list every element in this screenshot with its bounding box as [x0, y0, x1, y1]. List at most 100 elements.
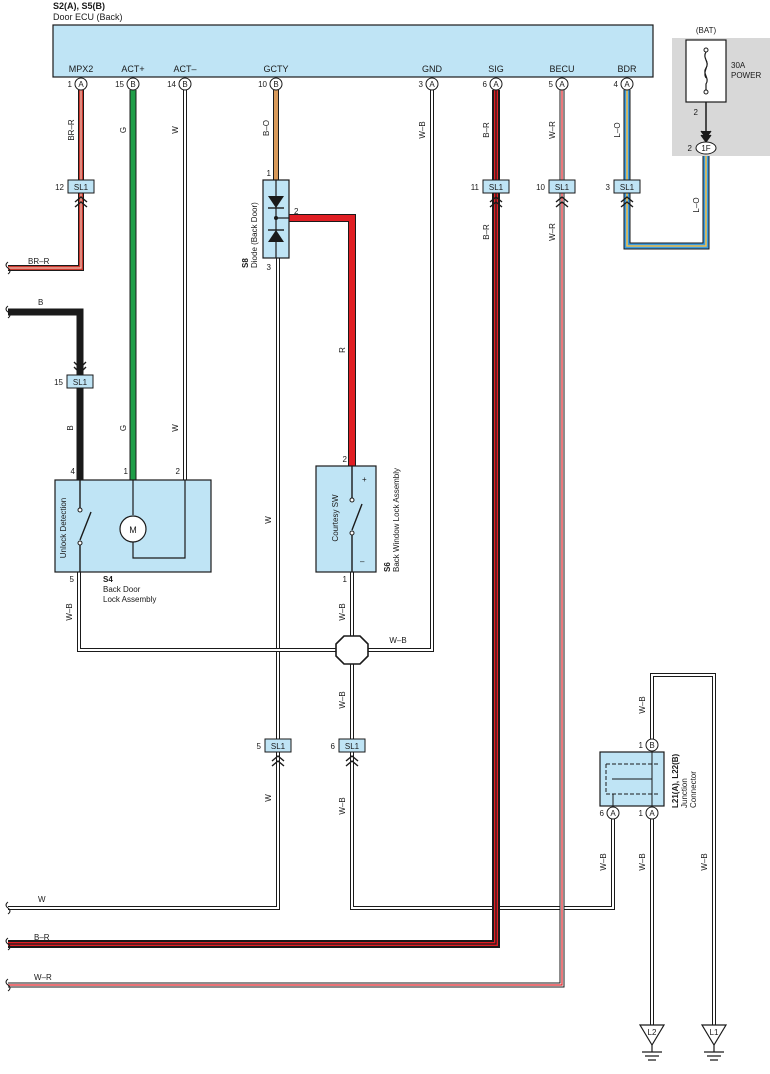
svg-text:SL1: SL1 [73, 378, 88, 387]
pin-num-bdr: 4 [614, 80, 619, 89]
junction-name-1: Junction [680, 778, 689, 808]
sl1-6-wire: W–B [338, 797, 347, 814]
lock-name-2: Lock Assembly [103, 595, 156, 604]
wire-label-becu: W–R [548, 121, 557, 139]
ecu-name: Door ECU (Back) [53, 12, 123, 22]
junction-pin-b-num: 1 [639, 741, 644, 750]
junction-conn-b: B [649, 741, 654, 750]
wire-diode-r [289, 214, 356, 466]
power-source: (BAT) [696, 26, 717, 35]
window-wire-w-b: W–B [338, 603, 347, 620]
fuse-power: POWER [731, 71, 761, 80]
junction-pin-a6 [606, 806, 620, 820]
wire-label-act-minus: W [171, 126, 180, 134]
svg-text:SL1: SL1 [489, 183, 504, 192]
unlock-detection-label: Unlock Detection [59, 498, 68, 558]
junction-pin-a1 [645, 806, 659, 820]
unlock-switch-icon [77, 480, 92, 572]
left-wire-w: W [38, 895, 46, 904]
sl1-pin-3: 3 [606, 183, 611, 192]
sl1-pin-6: 6 [331, 742, 336, 751]
pin-num-act-plus: 15 [115, 80, 124, 89]
courtesy-switch-icon [349, 466, 363, 572]
pin-conn-gnd: A [429, 80, 435, 89]
diode-pin-1: 1 [267, 169, 272, 178]
svg-text:SL1: SL1 [620, 183, 635, 192]
wire-becu-w-r [8, 90, 565, 988]
junction-name-2: Connector [689, 771, 698, 808]
svg-text:SL1: SL1 [555, 183, 570, 192]
diode-pin-2: 2 [294, 207, 299, 216]
wire-label-g-lower: G [119, 425, 128, 431]
sl1-5-wire: W [264, 794, 273, 802]
wire-b-black [8, 308, 84, 480]
terminal-label-gcty: GCTY [263, 64, 288, 74]
wire-label-mpx2: BR–R [67, 119, 76, 141]
wire-label-becu-lower: W–R [548, 223, 557, 241]
lock-pin-4: 4 [71, 467, 76, 476]
wire-label-w-lower: W [171, 424, 180, 432]
ground-l1-icon [700, 1024, 728, 1061]
motor-icon [119, 480, 186, 559]
wire-label-act-plus: G [119, 127, 128, 133]
terminal-label-sig: SIG [488, 64, 504, 74]
lock-wire-w-b: W–B [65, 603, 74, 620]
svg-text:SL1: SL1 [271, 742, 286, 751]
wire-bdr-l-o [623, 90, 710, 250]
wire-label-b-lower: B [66, 425, 75, 430]
sl1-connector-6: SL1 [338, 738, 366, 767]
junction-pin-a1-num: 1 [639, 809, 644, 818]
splice-wire-label: W–B [389, 636, 406, 645]
wire-break-marks [5, 261, 11, 992]
junction-wire-top: W–B [638, 696, 647, 713]
wire-diode-w [8, 258, 280, 910]
wire-label-bdr: L–O [613, 122, 622, 137]
terminal-label-becu: BECU [549, 64, 574, 74]
window-name: Back Window Lock Assembly [392, 468, 401, 572]
window-pin-1: 1 [343, 575, 348, 584]
junction-conn-a6: A [610, 809, 616, 818]
svg-text:SL1: SL1 [345, 742, 360, 751]
wire-label-bdr-lower: L–O [692, 197, 701, 212]
ground-l2-icon [638, 1024, 666, 1061]
pin-num-mpx2: 1 [68, 80, 73, 89]
wire-label-gnd: W–B [418, 121, 427, 138]
pin-conn-gcty: B [273, 80, 278, 89]
window-plus: + [362, 475, 367, 484]
sl1-pin-15: 15 [54, 378, 63, 387]
terminal-label-gnd: GND [422, 64, 443, 74]
pin-conn-becu: A [559, 80, 565, 89]
pin-num-becu: 5 [549, 80, 554, 89]
ecu-pins [74, 77, 634, 91]
terminal-label-act-plus: ACT+ [121, 64, 144, 74]
terminal-label-act-minus: ACT– [173, 64, 196, 74]
junction-code: L21(A), L22(B) [671, 753, 680, 808]
junction-wire-1: W–B [638, 853, 647, 870]
splice-point [335, 635, 369, 665]
wire-lock-w-b [77, 572, 340, 652]
pin-conn-act-minus: B [182, 80, 187, 89]
pin-num-act-minus: 14 [167, 80, 176, 89]
ground-l2-label: L2 [648, 1028, 657, 1037]
wire-mpx2-br-r [8, 90, 84, 271]
diode-icon [268, 180, 289, 258]
lock-name-1: Back Door [103, 585, 141, 594]
pin-num-gnd: 3 [419, 80, 424, 89]
sl1-connector-11: SL1 [482, 179, 510, 208]
window-pin-2: 2 [343, 455, 348, 464]
pin-conn-sig: A [493, 80, 499, 89]
pin-num-gcty: 10 [258, 80, 267, 89]
pin-num-sig: 6 [483, 80, 488, 89]
sl1-pin-11: 11 [471, 183, 480, 192]
sl1-connector-3: SL1 [613, 179, 641, 208]
left-wire-b: B [38, 298, 43, 307]
diode-name: Diode (Back Door) [250, 202, 259, 268]
pin-conn-act-plus: B [130, 80, 135, 89]
fuse-icon [703, 47, 709, 95]
junction-conn-a1: A [649, 809, 655, 818]
courtesy-sw-label: Courtesy SW [331, 494, 340, 542]
wire-junction-w-b [650, 673, 716, 1025]
connector-1f-label: 1F [701, 144, 710, 153]
